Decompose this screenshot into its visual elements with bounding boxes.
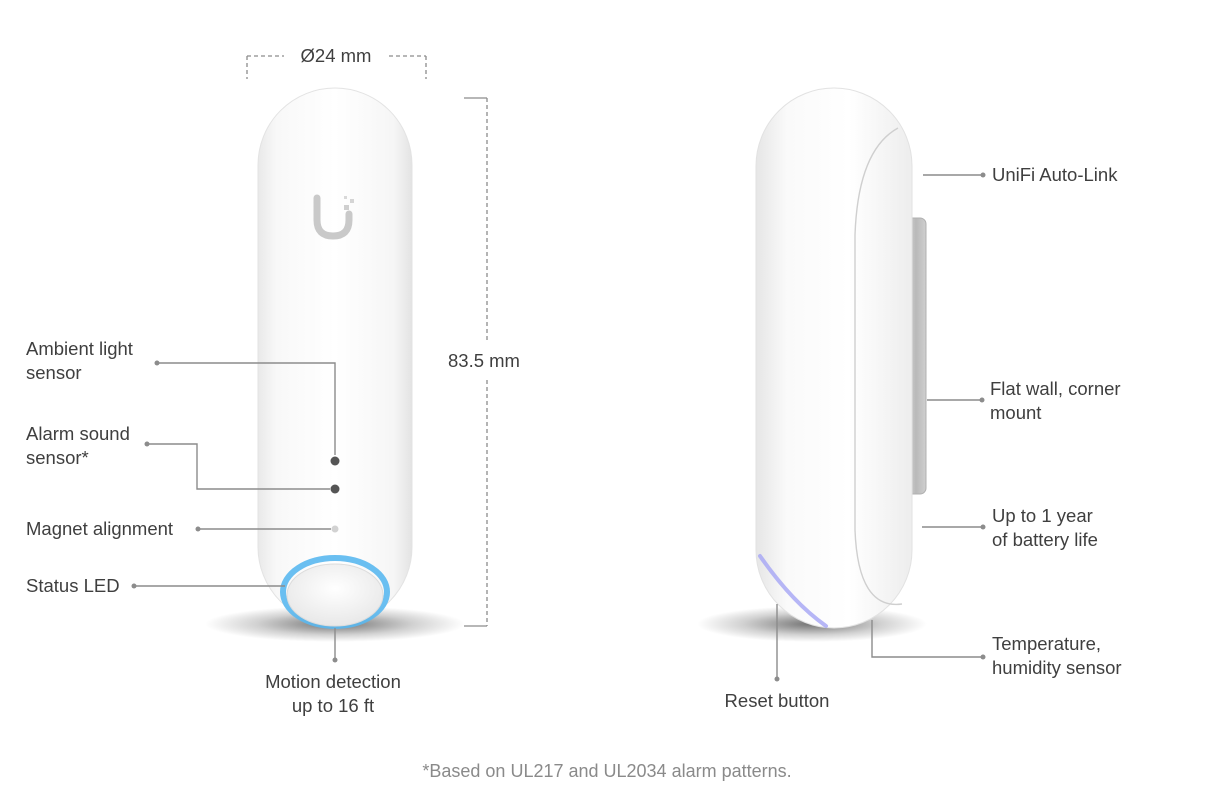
side-leader-lines [776, 174, 983, 679]
callout-mount: Flat wall, corner mount [990, 378, 1121, 423]
diameter-dimension [246, 55, 427, 79]
front-device [205, 87, 465, 642]
side-device [697, 87, 927, 642]
leader-ambient-light [157, 362, 336, 455]
front-body [257, 87, 413, 625]
diameter-label: Ø24 mm [300, 45, 372, 66]
front-leader-lines [134, 362, 336, 660]
side-seam [854, 127, 903, 606]
callout-temperature: Temperature, humidity sensor [992, 633, 1122, 678]
callout-status-led: Status LED [26, 575, 120, 596]
motion-sensor-cap [286, 563, 384, 627]
magnet-alignment-dot [331, 525, 339, 533]
height-dimension [464, 97, 488, 627]
unifi-logo-icon [313, 194, 354, 240]
callout-battery: Up to 1 year of battery life [992, 505, 1098, 550]
callout-ambient-light: Ambient light sensor [26, 338, 133, 383]
callout-magnet-alignment: Magnet alignment [26, 518, 174, 539]
side-body [755, 87, 913, 629]
leader-temperature [871, 620, 983, 658]
callout-auto-link: UniFi Auto-Link [992, 164, 1118, 185]
leader-alarm-sound [147, 443, 330, 490]
side-led-glow [758, 554, 828, 628]
callout-motion-detection: Motion detection up to 16 ft [265, 671, 401, 716]
footnote: *Based on UL217 and UL2034 alarm pattern… [422, 761, 792, 781]
ambient-light-sensor-dot [330, 456, 340, 466]
front-leader-dots [131, 360, 338, 663]
alarm-sound-sensor-dot [330, 484, 340, 494]
height-label: 83.5 mm [448, 350, 520, 371]
callout-alarm-sound: Alarm sound sensor* [26, 423, 130, 468]
side-leader-dots [774, 172, 986, 682]
callout-reset-button: Reset button [724, 690, 830, 711]
